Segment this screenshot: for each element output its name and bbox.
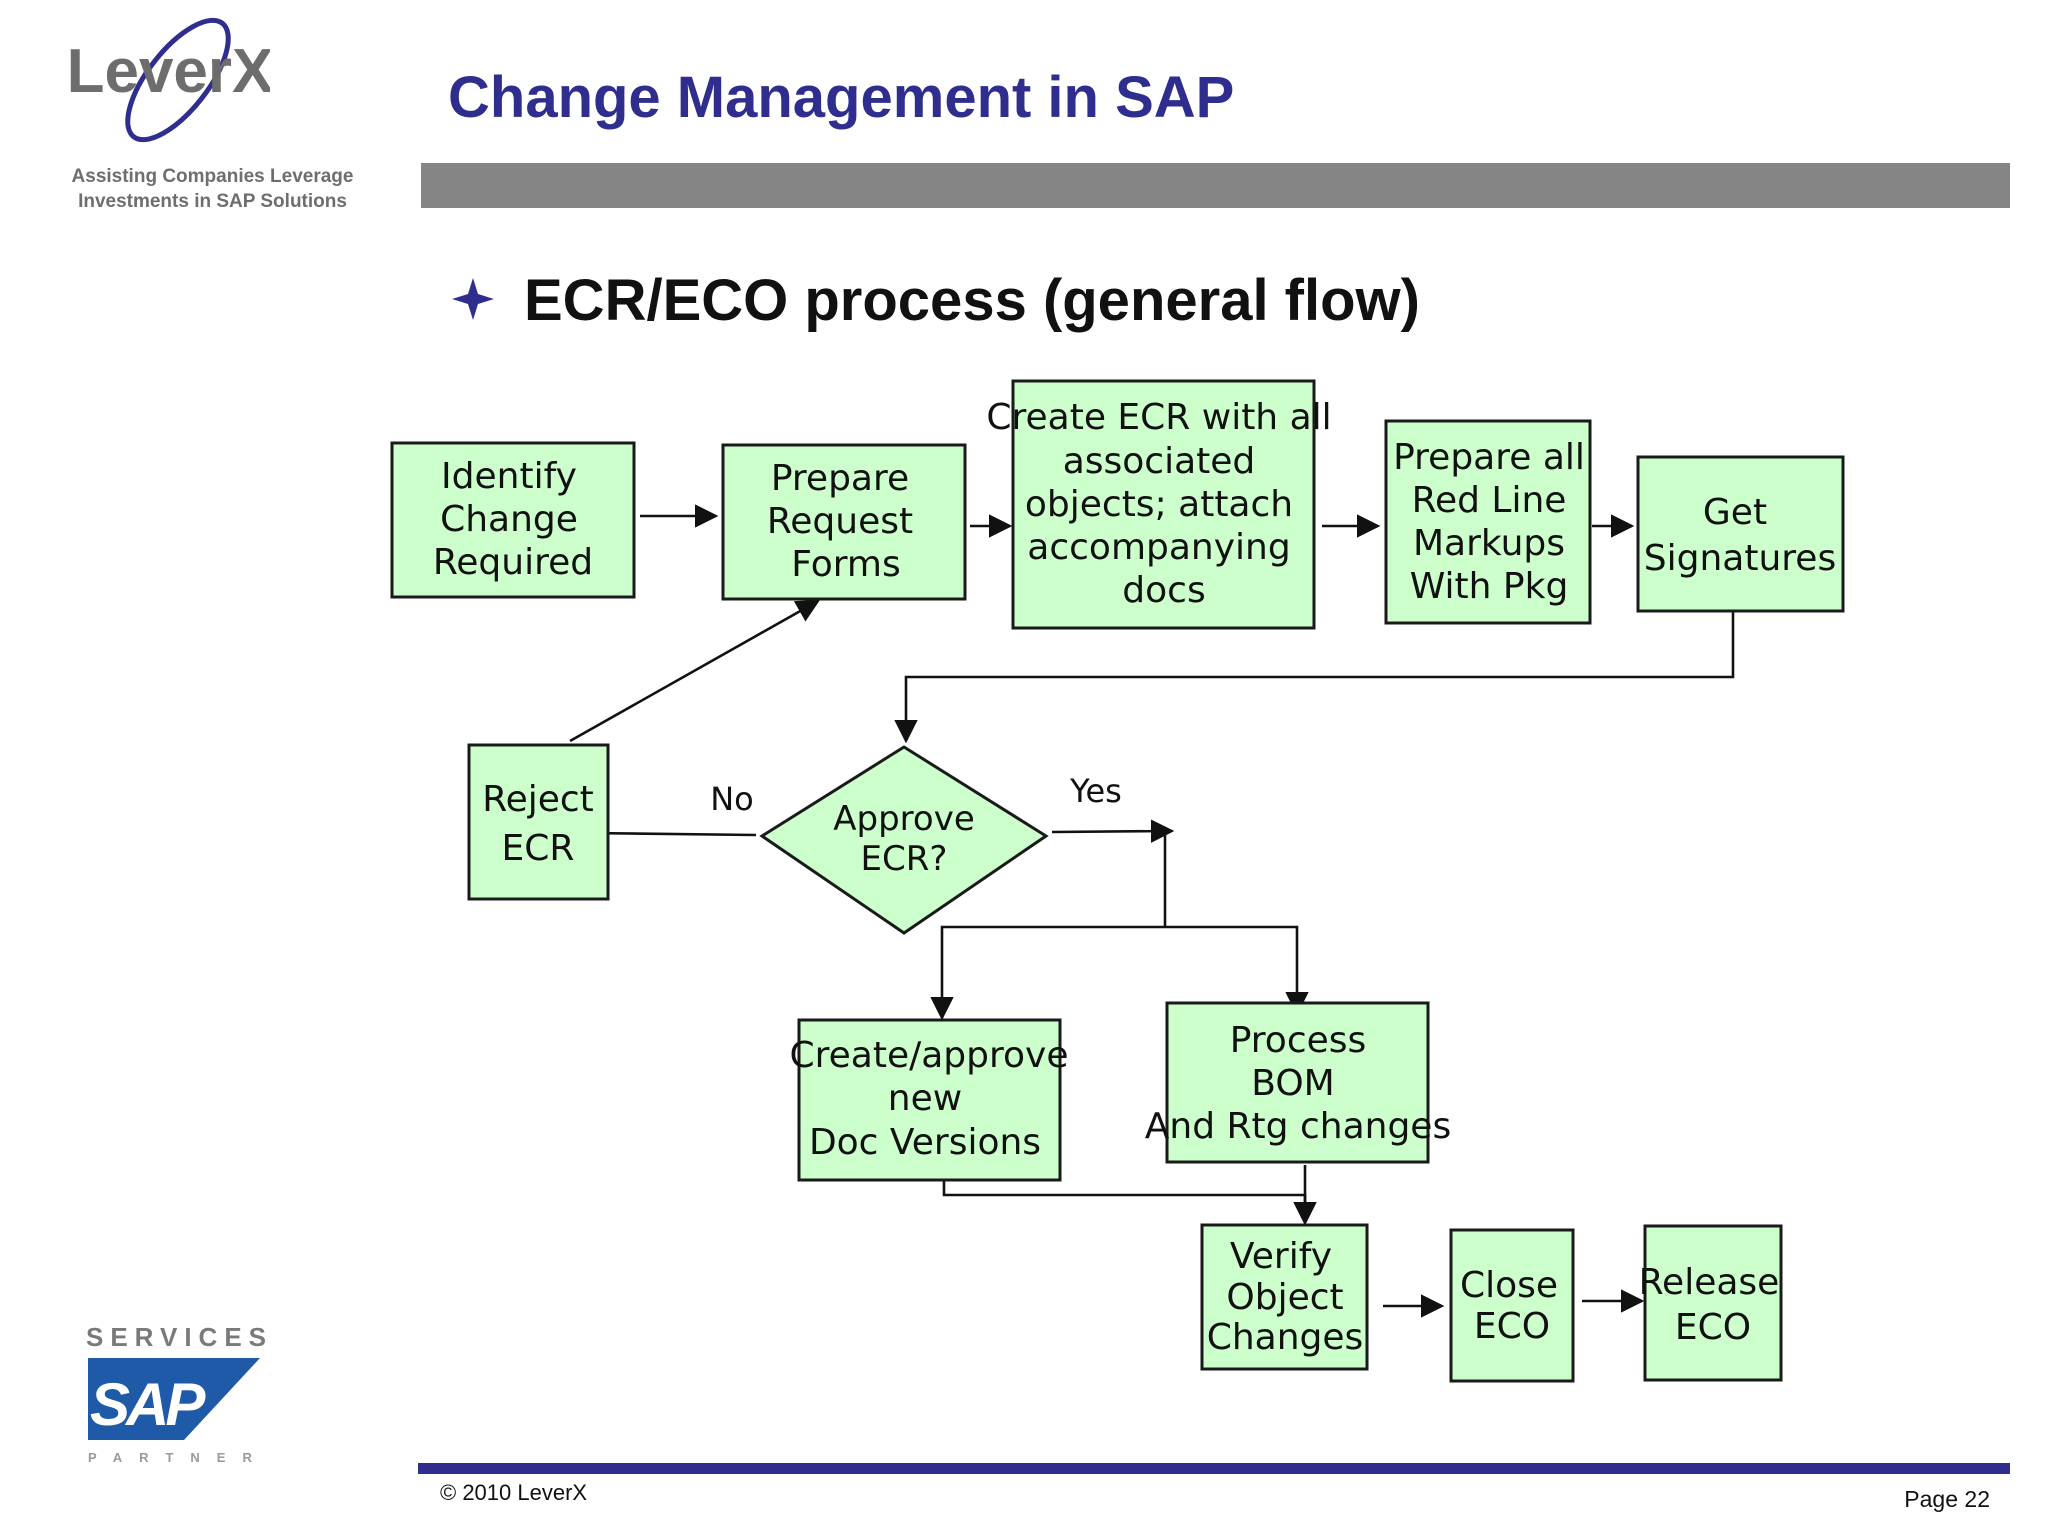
title-divider-bar <box>421 163 2010 208</box>
page-title: Change Management in SAP <box>448 65 1235 130</box>
sap-logo-bottom-text: PARTNER <box>88 1450 269 1465</box>
section-subtitle: ECR/ECO process (general flow) <box>524 268 1420 333</box>
sap-services-partner-logo: SERVICES SAP PARTNER <box>86 1322 273 1465</box>
edge-approve-no-to-reject <box>583 821 757 845</box>
tagline-line-1: Assisting Companies Leverage <box>71 166 354 187</box>
edge-label-yes: Yes <box>1069 772 1122 810</box>
edge-label-no: No <box>710 780 754 818</box>
page-number: Page 22 <box>1904 1486 1990 1512</box>
tagline-line-2: Investments in SAP Solutions <box>78 191 347 212</box>
sap-logo-main-text: SAP <box>90 1371 206 1438</box>
logo-tagline: Assisting Companies Leverage Investments… <box>50 164 375 214</box>
edge-approve-yes <box>1051 819 1175 843</box>
four-point-star-icon <box>452 278 494 320</box>
edge-doc-versions-to-verify <box>942 1180 1317 1226</box>
edge-split-to-bom <box>1165 925 1309 1016</box>
sap-logo-top-text: SERVICES <box>86 1322 273 1352</box>
edge-signatures-to-approve <box>894 612 1735 744</box>
logo-text: LeverX <box>70 37 270 106</box>
footer-divider-bar <box>418 1463 2010 1474</box>
edge-reject-to-forms <box>569 599 821 743</box>
copyright-text: © 2010 LeverX <box>440 1480 588 1505</box>
edge-split-to-doc-versions <box>930 925 1165 1021</box>
leverx-logo: LeverX <box>70 17 270 143</box>
